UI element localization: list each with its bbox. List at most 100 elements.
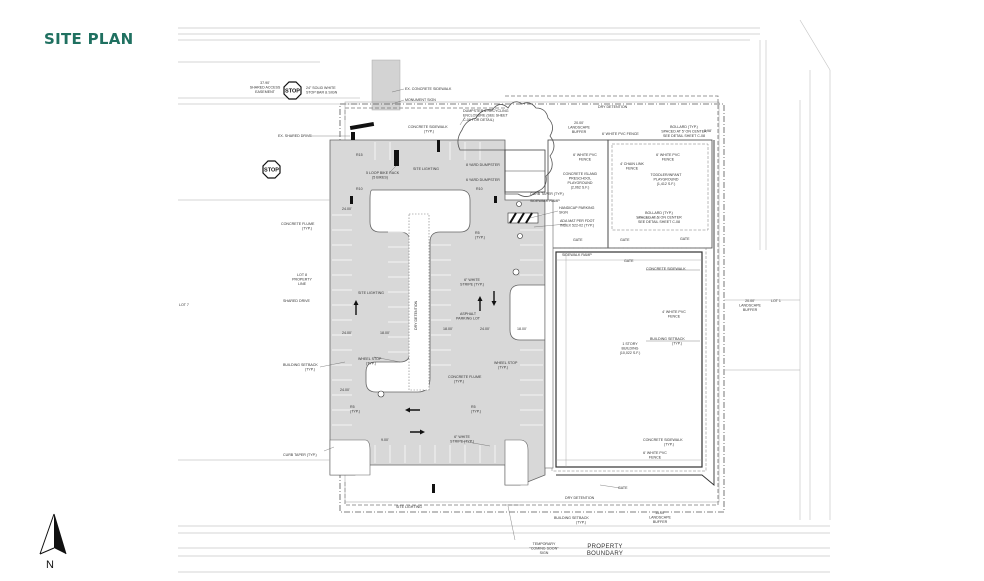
bottom-left-island [329, 439, 371, 476]
svg-text:18.00': 18.00' [517, 327, 527, 331]
page-title: SITE PLAN [44, 30, 134, 48]
existing-concrete-plaza [371, 59, 401, 111]
svg-text:LOT 1: LOT 1 [771, 299, 781, 303]
svg-text:24.00': 24.00' [342, 207, 352, 211]
svg-text:R5: R5 [471, 405, 476, 409]
svg-text:(5 BIKES): (5 BIKES) [372, 176, 388, 180]
svg-text:CONCRETE FLUME(TYP.): CONCRETE FLUME(TYP.) [281, 222, 315, 231]
svg-text:CONCRETE SIDEWALK(TYP.): CONCRETE SIDEWALK(TYP.) [643, 438, 683, 447]
svg-text:R5: R5 [350, 405, 355, 409]
svg-text:GATE: GATE [620, 238, 630, 242]
svg-text:SITE LIGHTING: SITE LIGHTING [396, 505, 422, 509]
parking-symbols [377, 201, 523, 398]
svg-text:(TYP.): (TYP.) [350, 410, 360, 414]
svg-text:CURB TAPER (TYP.): CURB TAPER (TYP.) [283, 453, 317, 457]
svg-text:9.00': 9.00' [381, 438, 389, 442]
svg-text:24.00': 24.00' [480, 327, 490, 331]
svg-text:BUILDING SETBACK(TYP.): BUILDING SETBACK(TYP.) [650, 337, 685, 346]
svg-text:DRY DETENTION: DRY DETENTION [565, 496, 595, 500]
svg-text:EX. SHARED DRIVE: EX. SHARED DRIVE [278, 134, 312, 138]
svg-text:6' WHITE PVC FENCE: 6' WHITE PVC FENCE [602, 132, 639, 136]
leader-lines [310, 88, 700, 541]
dumpster-hedge [457, 101, 555, 197]
svg-text:DRY DETENTION: DRY DETENTION [414, 300, 418, 330]
stop-sign-text: STOP [285, 89, 300, 95]
svg-text:GATE: GATE [680, 237, 690, 241]
svg-text:SITE LIGHTING: SITE LIGHTING [358, 291, 384, 295]
stop-sign-text: STOP [264, 168, 279, 174]
svg-text:BUILDING SETBACK(TYP.): BUILDING SETBACK(TYP.) [283, 363, 318, 372]
svg-text:18.00': 18.00' [380, 331, 390, 335]
traffic-arrows [353, 291, 497, 435]
svg-text:GATE: GATE [618, 486, 628, 490]
svg-text:WHEEL STOP(TYP.): WHEEL STOP(TYP.) [358, 357, 382, 366]
svg-text:CURB TAPER (TYP.): CURB TAPER (TYP.) [530, 192, 564, 196]
svg-text:BUILDING SETBACK(TYP.): BUILDING SETBACK(TYP.) [554, 516, 589, 525]
svg-text:BOLLARD (TYP.)SPACED AT 5' ON: BOLLARD (TYP.)SPACED AT 5' ON CENTERSEE … [636, 211, 682, 224]
svg-text:SIDEWALK RAMP: SIDEWALK RAMP [530, 199, 560, 203]
svg-text:GATE: GATE [573, 238, 583, 242]
sidewalk-strip [544, 199, 554, 469]
svg-text:SITE LIGHTING: SITE LIGHTING [413, 167, 439, 171]
svg-text:GATE: GATE [624, 259, 634, 263]
dry-detention-strip [408, 213, 430, 391]
svg-text:EX. CONCRETE SIDEWALK: EX. CONCRETE SIDEWALK [405, 87, 452, 91]
svg-text:SHARED DRIVE: SHARED DRIVE [283, 299, 311, 303]
svg-text:R10: R10 [356, 187, 363, 191]
svg-text:DRY DETENTION: DRY DETENTION [598, 105, 628, 109]
svg-text:24.00': 24.00' [340, 388, 350, 392]
north-label: N [46, 559, 54, 571]
svg-text:CONCRETE SIDEWALK: CONCRETE SIDEWALK [646, 267, 686, 271]
stop-sign-left: STOP [262, 160, 281, 179]
bottom-right-island [504, 439, 529, 486]
svg-text:WHEEL STOP(TYP.): WHEEL STOP(TYP.) [494, 361, 518, 370]
svg-text:24.00': 24.00' [342, 331, 352, 335]
right-island [509, 284, 546, 341]
svg-text:18.00': 18.00' [443, 327, 453, 331]
svg-text:R5: R5 [475, 231, 480, 235]
svg-text:R15: R15 [356, 153, 363, 157]
handicap-stall-hatch [507, 212, 539, 224]
svg-text:R10: R10 [476, 187, 483, 191]
stop-sign-top: STOP [283, 81, 302, 100]
svg-text:SIDEWALK RAMP: SIDEWALK RAMP [562, 253, 592, 257]
svg-text:(TYP.): (TYP.) [475, 236, 485, 240]
svg-text:LOT 7: LOT 7 [179, 303, 189, 307]
survey-linework [178, 19, 831, 573]
svg-text:6 YARD DUMPSTER: 6 YARD DUMPSTER [466, 178, 500, 182]
site-fixtures [349, 121, 497, 493]
svg-text:CONCRETE SIDEWALK(TYP.): CONCRETE SIDEWALK(TYP.) [408, 125, 448, 134]
svg-text:8 YARD DUMPSTER: 8 YARD DUMPSTER [466, 163, 500, 167]
building-footprint [555, 251, 703, 468]
svg-text:TEMPORARY"COMING SOON"SIGN: TEMPORARY"COMING SOON"SIGN [530, 542, 560, 555]
svg-text:3.98': 3.98' [704, 129, 712, 133]
north-arrow: N [39, 513, 67, 571]
svg-text:BOLLARD (TYP.)SPACED AT 5' ON: BOLLARD (TYP.)SPACED AT 5' ON CENTERSEE … [661, 125, 707, 138]
svg-text:MONUMENT SIGN: MONUMENT SIGN [405, 98, 436, 102]
svg-text:5 LOOP BIKE RACK: 5 LOOP BIKE RACK [366, 171, 400, 175]
fence-line-right [556, 140, 715, 486]
adjacent-lot-lines [178, 199, 800, 461]
